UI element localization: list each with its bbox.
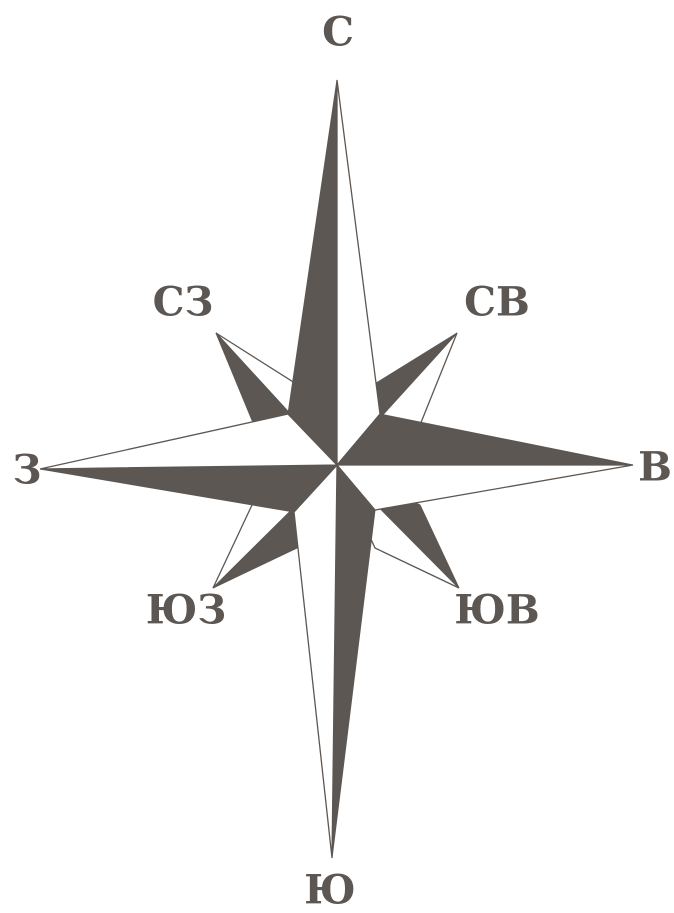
label-northeast: СВ xyxy=(464,279,530,326)
ray-west-dark xyxy=(40,465,337,512)
ray-south-dark xyxy=(332,465,375,858)
label-northwest: СЗ xyxy=(153,279,214,326)
label-south: Ю xyxy=(304,867,355,913)
ray-east-dark xyxy=(337,414,633,465)
label-west: З xyxy=(13,447,42,494)
label-east: В xyxy=(638,444,672,491)
ray-east-light xyxy=(337,465,633,510)
label-southwest: ЮЗ xyxy=(146,587,226,634)
label-southeast: ЮВ xyxy=(454,587,539,634)
ray-north-light xyxy=(337,80,380,465)
label-north: С xyxy=(322,9,354,56)
ray-north-dark xyxy=(288,80,337,465)
ray-south-light xyxy=(294,465,337,858)
ray-west-light xyxy=(40,414,337,469)
cardinal-points xyxy=(40,80,633,858)
